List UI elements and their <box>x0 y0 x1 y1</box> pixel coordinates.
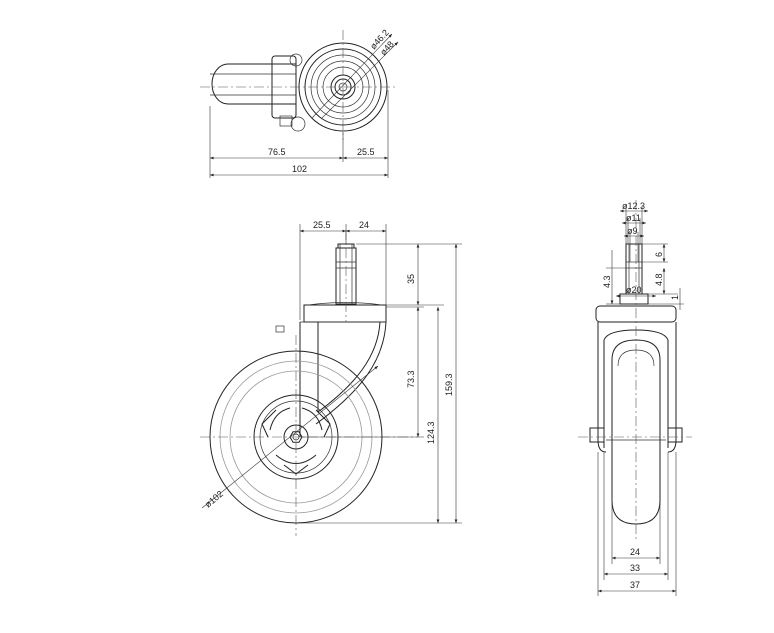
front-view-stem <box>619 243 649 305</box>
side-view: ø102 25.5 24 35 73.3 124.3 159.3 <box>200 220 462 536</box>
front-view-fork <box>589 322 683 453</box>
side-h-159-3-label: 159.3 <box>444 373 454 396</box>
side-h-73-3-label: 73.3 <box>406 370 416 388</box>
front-h-1-label: 1 <box>670 295 680 300</box>
front-h-4-8-label: 4.8 <box>654 273 664 286</box>
front-w-24-label: 24 <box>630 547 640 557</box>
side-w-25-5-label: 25.5 <box>313 220 331 230</box>
front-h-6-label: 6 <box>654 252 664 257</box>
top-view-stem <box>210 53 306 132</box>
side-view-top-plate <box>303 302 387 323</box>
side-h-35-label: 35 <box>406 274 416 284</box>
front-d-20-label: ø20 <box>626 285 642 295</box>
front-d-9-label: ø9 <box>627 226 638 236</box>
side-w-24-label: 24 <box>359 220 369 230</box>
front-d-11-label: ø11 <box>626 213 641 223</box>
front-w-37-label: 37 <box>630 580 640 590</box>
front-h-4-3-label: 4.3 <box>602 275 612 288</box>
top-len-102-label: 102 <box>292 164 307 174</box>
front-w-33-label: 33 <box>630 563 640 573</box>
top-len-25-5-label: 25.5 <box>357 147 375 157</box>
top-view: ø46.2 ø48 76.5 25.5 102 <box>200 28 399 178</box>
side-view-fork <box>275 321 387 437</box>
front-d-12-3-label: ø12.3 <box>622 201 645 211</box>
top-len-76-5-label: 76.5 <box>268 147 286 157</box>
side-h-124-3-label: 124.3 <box>426 421 436 444</box>
front-view: ø12.3 ø11 ø9 6 4.8 1 4.3 ø20 24 33 37 <box>578 200 692 596</box>
